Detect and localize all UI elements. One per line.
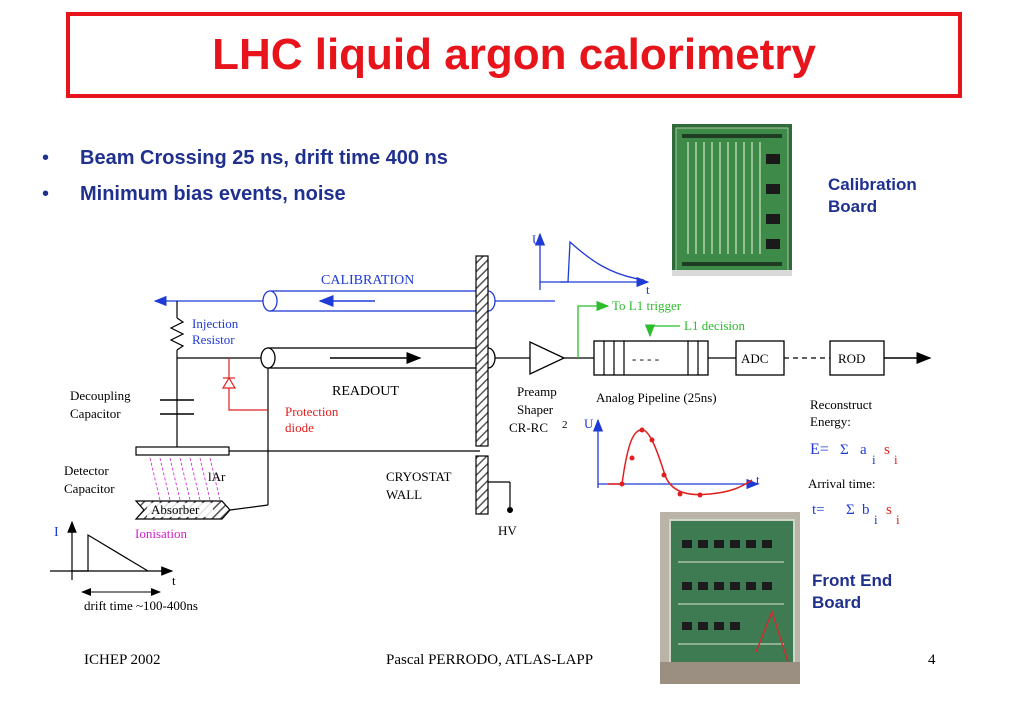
cryostat-wall: CRYOSTAT WALL HV — [386, 255, 517, 538]
svg-text:i: i — [874, 512, 878, 527]
page-title: LHC liquid argon calorimetry — [212, 30, 816, 79]
svg-text:a: a — [860, 442, 867, 458]
calibration-label: CALIBRATION — [321, 273, 414, 288]
protection-diode: Protection diode — [221, 358, 339, 435]
svg-text:Σ: Σ — [840, 442, 849, 458]
svg-text:Capacitor: Capacitor — [64, 481, 115, 496]
svg-text:lAr: lAr — [208, 469, 226, 484]
page-number: 4 — [928, 652, 936, 668]
svg-text:diode: diode — [285, 420, 314, 435]
svg-text:READOUT: READOUT — [332, 384, 399, 399]
svg-text:L1 decision: L1 decision — [684, 318, 746, 333]
reconstruction-formulas: Reconstruct Energy: E= Σ a i s i Arrival… — [808, 397, 900, 527]
calibration-pulse-plot: U t — [532, 232, 650, 297]
bullet-item: •Beam Crossing 25 ns, drift time 400 ns — [40, 140, 448, 176]
front-end-board-photo — [660, 512, 800, 684]
svg-text:i: i — [872, 452, 876, 467]
bullet-list: •Beam Crossing 25 ns, drift time 400 ns … — [40, 140, 448, 212]
svg-text:Detector: Detector — [64, 463, 109, 478]
svg-text:U: U — [584, 416, 594, 431]
ionisation-current-plot: I t drift time ~100-400ns — [50, 520, 198, 613]
svg-text:Injection: Injection — [192, 316, 239, 331]
front-end-board-label: Front End Board — [812, 571, 893, 612]
svg-text:Arrival time:: Arrival time: — [808, 476, 876, 491]
svg-text:i: i — [896, 512, 900, 527]
svg-text:Σ: Σ — [846, 502, 855, 518]
svg-text:CRYOSTAT: CRYOSTAT — [386, 469, 451, 484]
svg-text:Decoupling: Decoupling — [70, 388, 131, 403]
svg-text:Protection: Protection — [285, 404, 339, 419]
svg-text:Resistor: Resistor — [192, 332, 235, 347]
svg-text:s: s — [886, 502, 892, 518]
svg-text:Analog Pipeline (25ns): Analog Pipeline (25ns) — [596, 390, 717, 405]
svg-text:t=: t= — [812, 502, 825, 518]
analog-pipeline: - - - - Analog Pipeline (25ns) — [593, 340, 736, 405]
svg-text:Reconstruct: Reconstruct — [810, 397, 872, 412]
adc-rod: ADC ROD — [735, 340, 932, 376]
svg-text:ADC: ADC — [741, 351, 768, 366]
calib-axis-u: U — [532, 232, 542, 247]
footer-center: Pascal PERRODO, ATLAS-LAPP — [386, 652, 594, 668]
title-box: LHC liquid argon calorimetry — [66, 12, 962, 98]
calibration-board-photo — [672, 124, 792, 276]
svg-text:I: I — [54, 525, 59, 540]
svg-text:- - - -: - - - - — [632, 351, 659, 366]
calib-axis-t: t — [646, 282, 650, 297]
svg-text:s: s — [884, 442, 890, 458]
svg-text:Absorber: Absorber — [151, 502, 200, 517]
svg-text:2: 2 — [562, 419, 568, 431]
svg-text:Preamp: Preamp — [517, 384, 557, 399]
decoupling-capacitor: Decoupling Capacitor — [70, 388, 194, 421]
shaped-pulse-plot: U t — [584, 416, 760, 498]
calibration-line: CALIBRATION — [153, 273, 555, 312]
calibration-board-label: Calibration Board — [828, 175, 917, 216]
svg-text:t: t — [172, 573, 176, 588]
footer-left: ICHEP 2002 — [84, 652, 161, 668]
preamp-shaper: Preamp Shaper CR-RC 2 — [509, 340, 594, 435]
svg-text:HV: HV — [498, 523, 517, 538]
injection-resistor: Injection Resistor — [169, 301, 239, 351]
svg-text:To L1 trigger: To L1 trigger — [612, 298, 682, 313]
svg-text:drift time ~100-400ns: drift time ~100-400ns — [84, 598, 198, 613]
svg-text:E=: E= — [810, 441, 829, 458]
l1-trigger-path: To L1 trigger L1 decision — [577, 298, 746, 358]
detector: lAr Detector Capacitor Absorber Ionisati… — [64, 446, 480, 541]
svg-text:Ionisation: Ionisation — [135, 526, 187, 541]
svg-text:Shaper: Shaper — [517, 402, 554, 417]
svg-text:i: i — [894, 452, 898, 467]
svg-text:Energy:: Energy: — [810, 414, 851, 429]
bullet-dot-icon: • — [42, 147, 50, 169]
svg-text:ROD: ROD — [838, 351, 865, 366]
svg-text:WALL: WALL — [386, 487, 422, 502]
bullet-item: •Minimum bias events, noise — [40, 176, 448, 212]
svg-text:t: t — [756, 472, 760, 487]
svg-text:b: b — [862, 502, 870, 518]
svg-text:Capacitor: Capacitor — [70, 406, 121, 421]
svg-text:CR-RC: CR-RC — [509, 420, 548, 435]
bullet-dot-icon: • — [42, 183, 50, 205]
